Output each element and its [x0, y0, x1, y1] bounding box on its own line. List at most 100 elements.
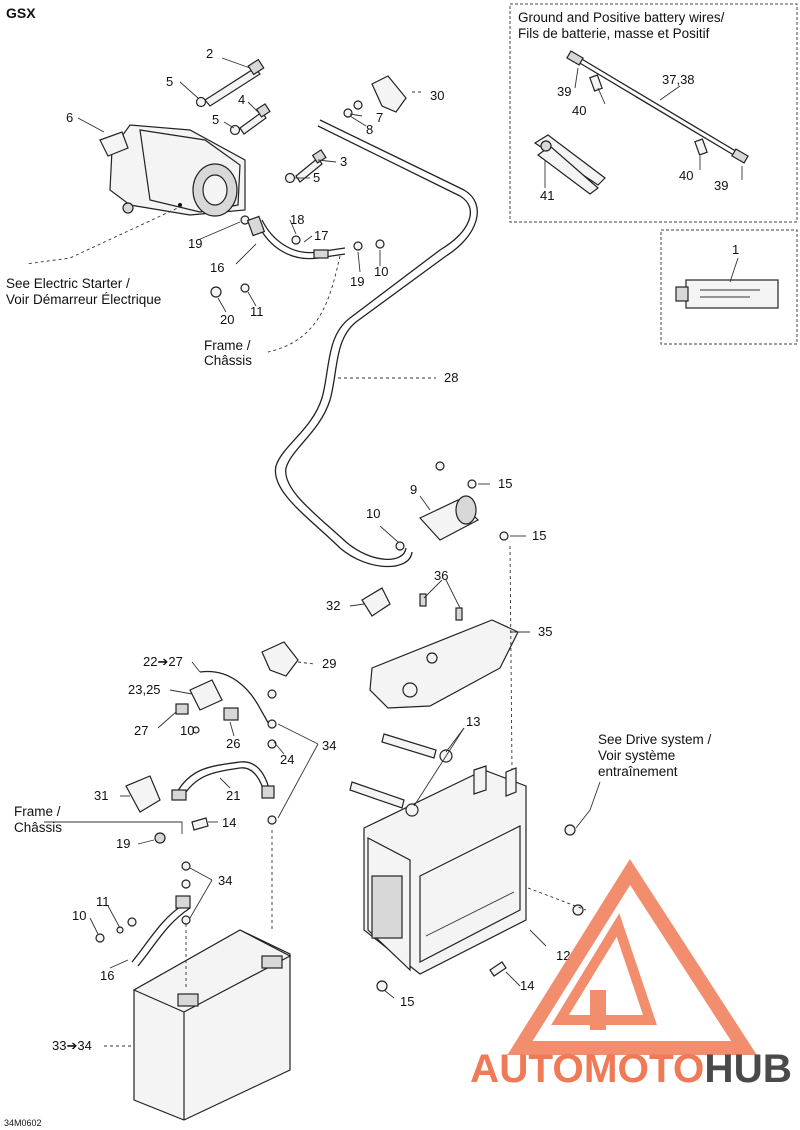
note-drive-en: See Drive system / — [598, 732, 712, 747]
callout-5-c: 5 — [313, 170, 320, 185]
callout-7: 7 — [376, 110, 383, 125]
inset-ground-positive-wires: Ground and Positive battery wires/ Fils … — [509, 3, 798, 223]
callout-41: 41 — [540, 188, 554, 203]
callouts: 2 5 6 4 5 30 7 8 3 5 18 17 19 16 19 10 1… — [52, 46, 570, 1053]
cable-terminal-upper — [566, 50, 584, 66]
callout-20: 20 — [220, 312, 234, 327]
cable-21-drawing — [171, 761, 275, 801]
hold-down-plate-drawing — [369, 593, 519, 709]
starter-bolts — [195, 58, 363, 225]
callout-24: 24 — [280, 752, 294, 767]
reference-notes: See Electric Starter / Voir Démarreur Él… — [6, 276, 712, 835]
callout-37-38: 37,38 — [662, 72, 695, 87]
callout-40-inset-a: 40 — [572, 103, 586, 118]
watermark-logo — [507, 858, 757, 1055]
note-frame-bottom-en: Frame / — [14, 804, 61, 819]
inset-title-fr: Fils de batterie, masse et Positif — [518, 26, 710, 41]
watermark-triangle-outer — [507, 858, 757, 1055]
callout-26: 26 — [226, 736, 240, 751]
note-frame-top-fr: Châssis — [204, 353, 252, 368]
callout-15-a: 15 — [498, 476, 512, 491]
battery-ground-cable-drawing — [95, 895, 191, 967]
callout-27: 27 — [134, 723, 148, 738]
ground-strap-drawing — [175, 670, 271, 734]
callout-2: 2 — [206, 46, 213, 61]
callout-10-a: 10 — [374, 264, 388, 279]
battery-cable-drawing — [577, 61, 743, 161]
callout-9: 9 — [410, 482, 417, 497]
watermark-text-part2: HUB — [704, 1047, 792, 1091]
callout-10-d: 10 — [72, 908, 86, 923]
callout-35: 35 — [538, 624, 552, 639]
callout-11-a: 11 — [250, 304, 264, 319]
callout-32: 32 — [326, 598, 340, 613]
starter-motor-drawing — [99, 124, 246, 217]
callout-22-27: 22➔27 — [143, 654, 183, 669]
battery-box-drawing — [363, 765, 527, 975]
drawing-code: 34M0602 — [4, 1118, 42, 1128]
callout-39-inset-b: 39 — [714, 178, 728, 193]
callout-5-a: 5 — [166, 74, 173, 89]
callout-5-b: 5 — [212, 112, 219, 127]
starter-cable-drawing — [210, 215, 385, 298]
note-drive-fr-1: Voir système — [598, 748, 675, 763]
callout-15-b: 15 — [532, 528, 546, 543]
callout-16-b: 16 — [100, 968, 114, 983]
note-drive-fr-2: entraînement — [598, 764, 678, 779]
terminal-boot-29-drawing — [261, 641, 299, 677]
note-frame-top-en: Frame / — [204, 338, 251, 353]
positive-cable-28-drawing — [274, 119, 478, 568]
callout-6: 6 — [66, 110, 73, 125]
callout-28: 28 — [444, 370, 458, 385]
compound-tube-drawing — [685, 279, 779, 309]
callout-19-b: 19 — [350, 274, 364, 289]
note-electric-starter-en: See Electric Starter / — [6, 276, 130, 291]
callout-3: 3 — [340, 154, 347, 169]
callout-1: 1 — [732, 242, 739, 257]
callout-14-a: 14 — [222, 815, 236, 830]
callout-13: 13 — [466, 714, 480, 729]
terminal-hardware-stack — [154, 689, 277, 925]
callout-16-a: 16 — [210, 260, 224, 275]
crimp-tool-drawing — [533, 134, 606, 195]
cable-boot-upper — [589, 74, 603, 92]
solenoid-drawing — [395, 461, 509, 551]
callout-11-b: 11 — [96, 894, 110, 909]
terminal-boot-32-drawing — [361, 587, 391, 617]
terminal-boot-31-drawing — [125, 775, 161, 813]
callout-10-c: 10 — [180, 723, 194, 738]
callout-34-a: 34 — [322, 738, 336, 753]
callout-36: 36 — [434, 568, 448, 583]
callout-31: 31 — [94, 788, 108, 803]
callout-18: 18 — [290, 212, 304, 227]
inset-part-1: 1 — [660, 229, 798, 345]
callout-29: 29 — [322, 656, 336, 671]
callout-40-inset-b: 40 — [679, 168, 693, 183]
cable-boot-lower — [694, 138, 708, 156]
model-title: GSX — [6, 5, 36, 21]
inset-title-en: Ground and Positive battery wires/ — [518, 10, 725, 25]
battery-drawing — [132, 929, 292, 1121]
callout-15-c: 15 — [400, 994, 414, 1009]
callout-23-25: 23,25 — [128, 682, 161, 697]
callout-17: 17 — [314, 228, 328, 243]
terminal-boot-30-drawing — [371, 75, 407, 113]
leader-lines — [25, 57, 601, 1047]
callout-30: 30 — [430, 88, 444, 103]
callout-10-b: 10 — [366, 506, 380, 521]
callout-39-inset-a: 39 — [557, 84, 571, 99]
note-frame-bottom-fr: Châssis — [14, 820, 62, 835]
callout-21: 21 — [226, 788, 240, 803]
cable-terminal-lower — [731, 148, 749, 164]
callout-19-c: 19 — [116, 836, 130, 851]
box-bolts — [349, 733, 584, 992]
callout-4: 4 — [238, 92, 245, 107]
callout-8: 8 — [366, 122, 373, 137]
note-electric-starter-fr: Voir Démarreur Électrique — [6, 292, 161, 307]
callout-19-a: 19 — [188, 236, 202, 251]
callout-14-b: 14 — [520, 978, 534, 993]
watermark-text: AUTOMOTOHUB — [470, 1047, 792, 1091]
watermark-text-part1: AUTOMOTO — [470, 1047, 704, 1091]
callout-33-34: 33➔34 — [52, 1038, 92, 1053]
